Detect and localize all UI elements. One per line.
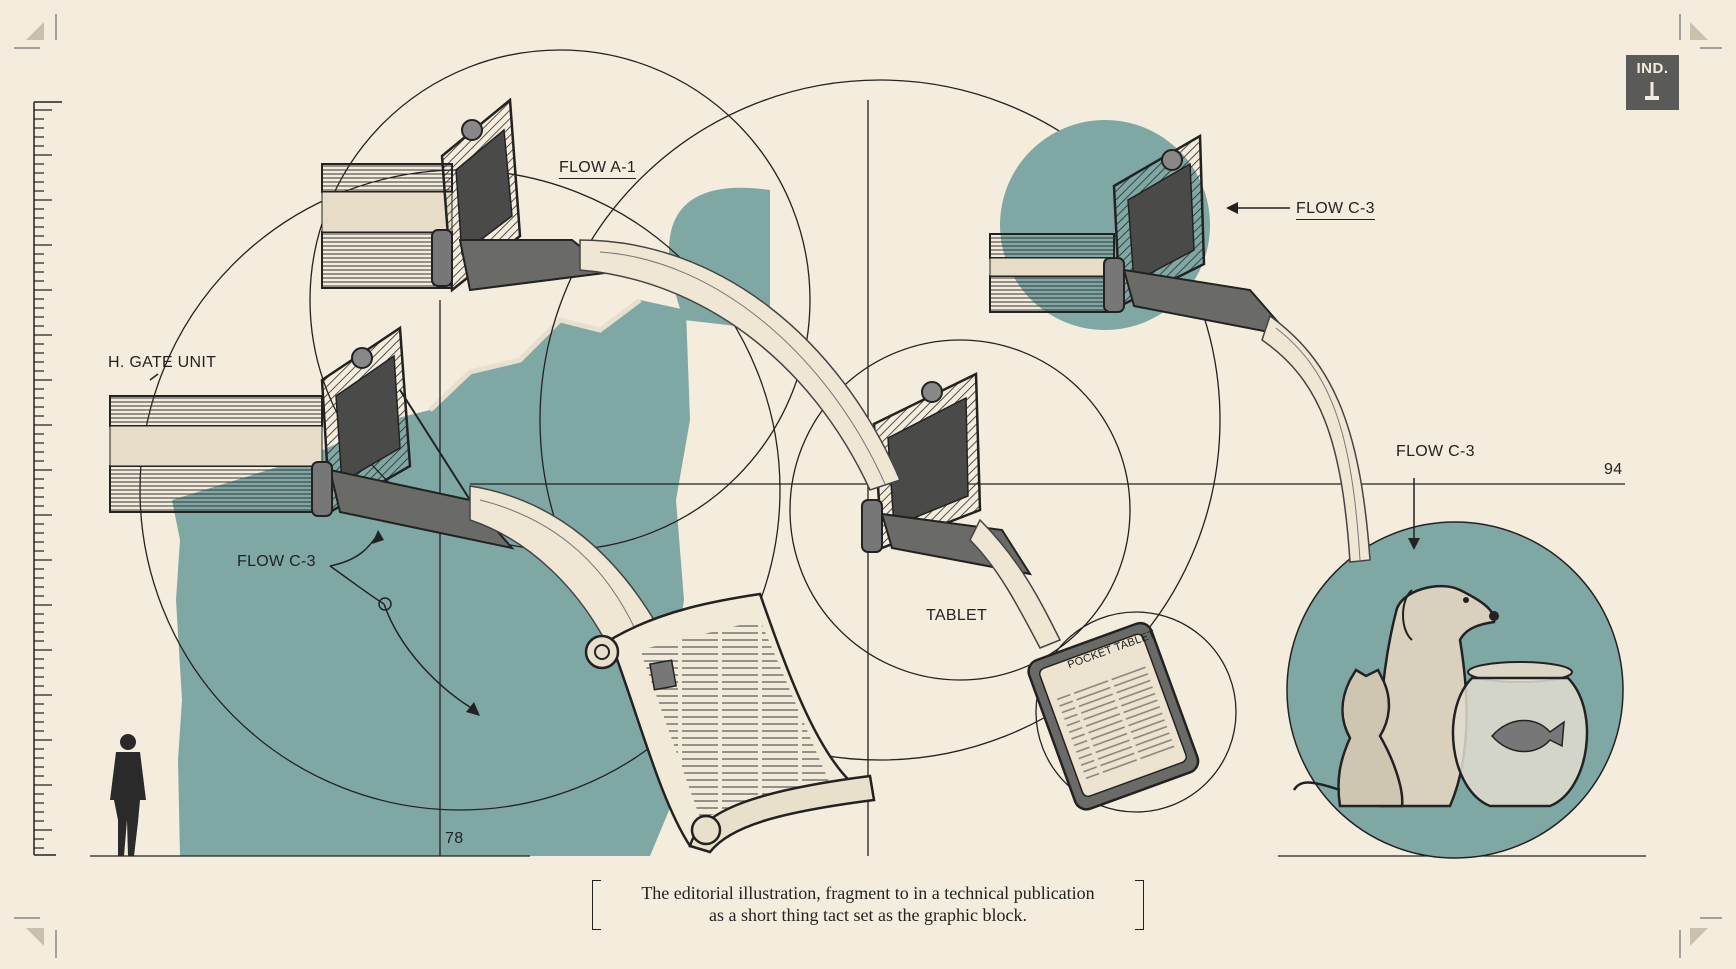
dimension-78: 78: [445, 830, 464, 847]
water-stream-lines: [479, 251, 1361, 641]
person-figure: [110, 734, 146, 856]
ind-badge: IND.: [1626, 55, 1679, 110]
badge-text: IND.: [1636, 60, 1669, 77]
callout-node: [378, 597, 392, 611]
label-flow-a1: FLOW A-1: [559, 159, 637, 179]
teal-torn-panel: [172, 300, 690, 856]
caption-line-2: as a short thing tact set as the graphic…: [709, 905, 1027, 925]
label-flow-c3-left: FLOW C-3: [237, 553, 316, 570]
label-gate-unit: H. GATE UNIT: [108, 354, 217, 371]
cat-figure: [1292, 668, 1404, 808]
corner-fill: [26, 22, 44, 40]
gate-top: [321, 97, 615, 293]
label-tablet: TABLET: [926, 607, 988, 624]
label-flow-c3-top: FLOW C-3: [1296, 200, 1375, 220]
caption-text: The editorial illustration, fragment to …: [608, 882, 1128, 926]
corner-fill: [1690, 22, 1708, 40]
fishbowl: [1451, 661, 1589, 808]
gate-left: [109, 325, 515, 550]
corner-fill: [1690, 928, 1708, 946]
scroll-document: [584, 592, 876, 854]
gate-right: [989, 133, 1293, 338]
label-flow-c3-mid: FLOW C-3: [1396, 443, 1475, 460]
caption-bracket-left: [592, 880, 601, 930]
pocket-tablet: [1027, 621, 1200, 811]
caption-line-1: The editorial illustration, fragment to …: [641, 883, 1095, 903]
corner-fill: [26, 928, 44, 946]
caption-bracket-right: [1135, 880, 1144, 930]
water-streams: [469, 239, 1371, 651]
stamp-icon: [1645, 82, 1659, 100]
arrowheads: [372, 202, 1420, 716]
corner-marks: [14, 14, 1722, 958]
caption-block: The editorial illustration, fragment to …: [592, 878, 1144, 930]
ruler-ticks: [34, 109, 52, 849]
dimension-94: 94: [1604, 461, 1623, 478]
torn-edge: [428, 298, 642, 412]
